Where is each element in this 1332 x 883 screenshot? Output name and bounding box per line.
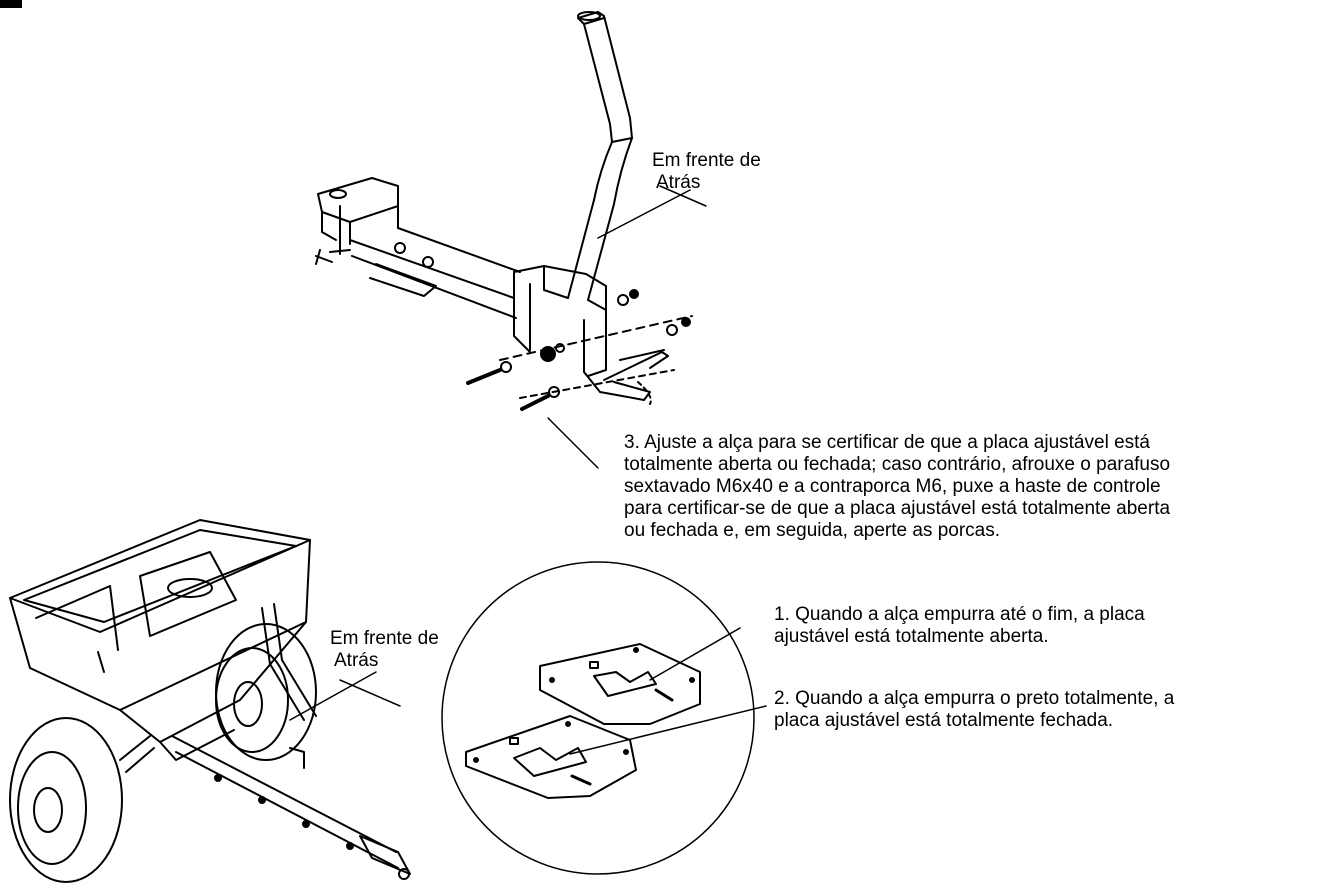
step3-instruction: 3. Ajuste a alça para se certificar de q… — [624, 432, 1316, 564]
step3-line: para certificar-se de que a placa ajustá… — [624, 498, 1171, 519]
step2-instruction: 2. Quando a alça empurra o preto totalme… — [774, 688, 1316, 732]
step3-line: sextavado M6x40 e a contraporca M6, puxe… — [624, 476, 1161, 497]
position-label-top-line2: Atrás — [656, 172, 701, 193]
detail-circle-drawing — [441, 561, 767, 875]
step3-line: totalmente aberta ou fechada; caso contr… — [624, 454, 1171, 475]
step2-line: placa ajustável está totalmente fechada. — [774, 710, 1114, 731]
spreader-drawing — [9, 519, 411, 883]
step2-line: 2. Quando a alça empurra o preto totalme… — [774, 688, 1175, 709]
position-label-bottom-line1: Em frente de — [330, 628, 439, 649]
page-corner-mark — [0, 0, 22, 8]
step1-instruction: 1. Quando a alça empurra até o fim, a pl… — [774, 604, 1316, 648]
handle-assembly-drawing — [315, 11, 707, 469]
position-label-bottom: Em frente de Atrás — [330, 628, 439, 672]
position-label-top-line1: Em frente de — [652, 150, 761, 171]
step3-line: 3. Ajuste a alça para se certificar de q… — [624, 432, 1150, 453]
position-label-top: Em frente de Atrás — [652, 150, 761, 194]
position-label-bottom-line2: Atrás — [334, 650, 379, 671]
step1-line: 1. Quando a alça empurra até o fim, a pl… — [774, 604, 1145, 625]
step3-line: ou fechada e, em seguida, aperte as porc… — [624, 520, 1001, 541]
step1-line: ajustável está totalmente aberta. — [774, 626, 1049, 647]
